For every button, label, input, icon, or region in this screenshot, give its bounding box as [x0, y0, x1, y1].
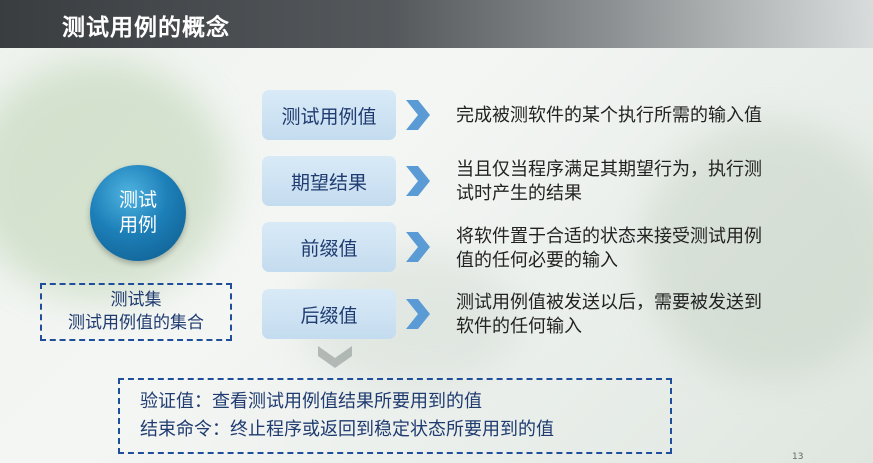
circle-label-line2: 用例 — [118, 214, 157, 236]
term-box-postfix-values: 后缀值 — [262, 289, 396, 339]
chevron-right-icon — [406, 100, 430, 130]
chevron-right-icon — [406, 299, 430, 329]
term-label: 后缀值 — [300, 304, 358, 327]
description-line: 软件的任何输入 — [456, 316, 582, 337]
postfix-kinds-box: 验证值：查看测试用例值结果所要用到的值 结束命令：终止程序或返回到稳定状态所要用… — [118, 378, 672, 454]
concept-circle: 测试 用例 — [90, 165, 186, 261]
term-description: 将软件置于合适的状态来接受测试用例 值的任何必要的输入 — [456, 225, 846, 273]
description-line: 测试用例值被发送以后，需要被发送到 — [456, 292, 762, 313]
term-label: 测试用例值 — [281, 105, 377, 128]
test-set-label: 测试集 — [110, 290, 162, 310]
description-line: 将软件置于合适的状态来接受测试用例 — [456, 226, 762, 247]
term-box-test-case-values: 测试用例值 — [262, 90, 396, 140]
chevron-down-icon — [318, 346, 352, 368]
term-description: 当且仅当程序满足其期望行为，执行测 试时产生的结果 — [456, 158, 846, 206]
verification-values-line: 验证值：查看测试用例值结果所要用到的值 — [140, 391, 482, 412]
chevron-right-icon — [406, 232, 430, 262]
term-label: 前缀值 — [300, 237, 358, 260]
term-description: 测试用例值被发送以后，需要被发送到 软件的任何输入 — [456, 291, 846, 339]
title-bar: 测试用例的概念 — [0, 0, 873, 48]
term-description: 完成被测软件的某个执行所需的输入值 — [456, 104, 846, 128]
slide-title: 测试用例的概念 — [62, 15, 230, 41]
description-line: 值的任何必要的输入 — [456, 250, 618, 271]
background-blur — [640, 120, 873, 380]
description-line: 当且仅当程序满足其期望行为，执行测 — [456, 159, 762, 180]
description-line: 试时产生的结果 — [456, 183, 582, 204]
exit-commands-line: 结束命令：终止程序或返回到稳定状态所要用到的值 — [140, 419, 554, 440]
term-box-expected-results: 期望结果 — [262, 156, 396, 206]
page-number: 13 — [792, 452, 804, 462]
test-set-box: 测试集 测试用例值的集合 — [40, 283, 232, 341]
test-set-definition: 测试用例值的集合 — [68, 313, 204, 333]
circle-label-line1: 测试 — [118, 189, 157, 211]
description-line: 完成被测软件的某个执行所需的输入值 — [456, 105, 762, 126]
chevron-right-icon — [406, 166, 430, 196]
term-box-prefix-values: 前缀值 — [262, 222, 396, 272]
term-label: 期望结果 — [290, 171, 367, 194]
